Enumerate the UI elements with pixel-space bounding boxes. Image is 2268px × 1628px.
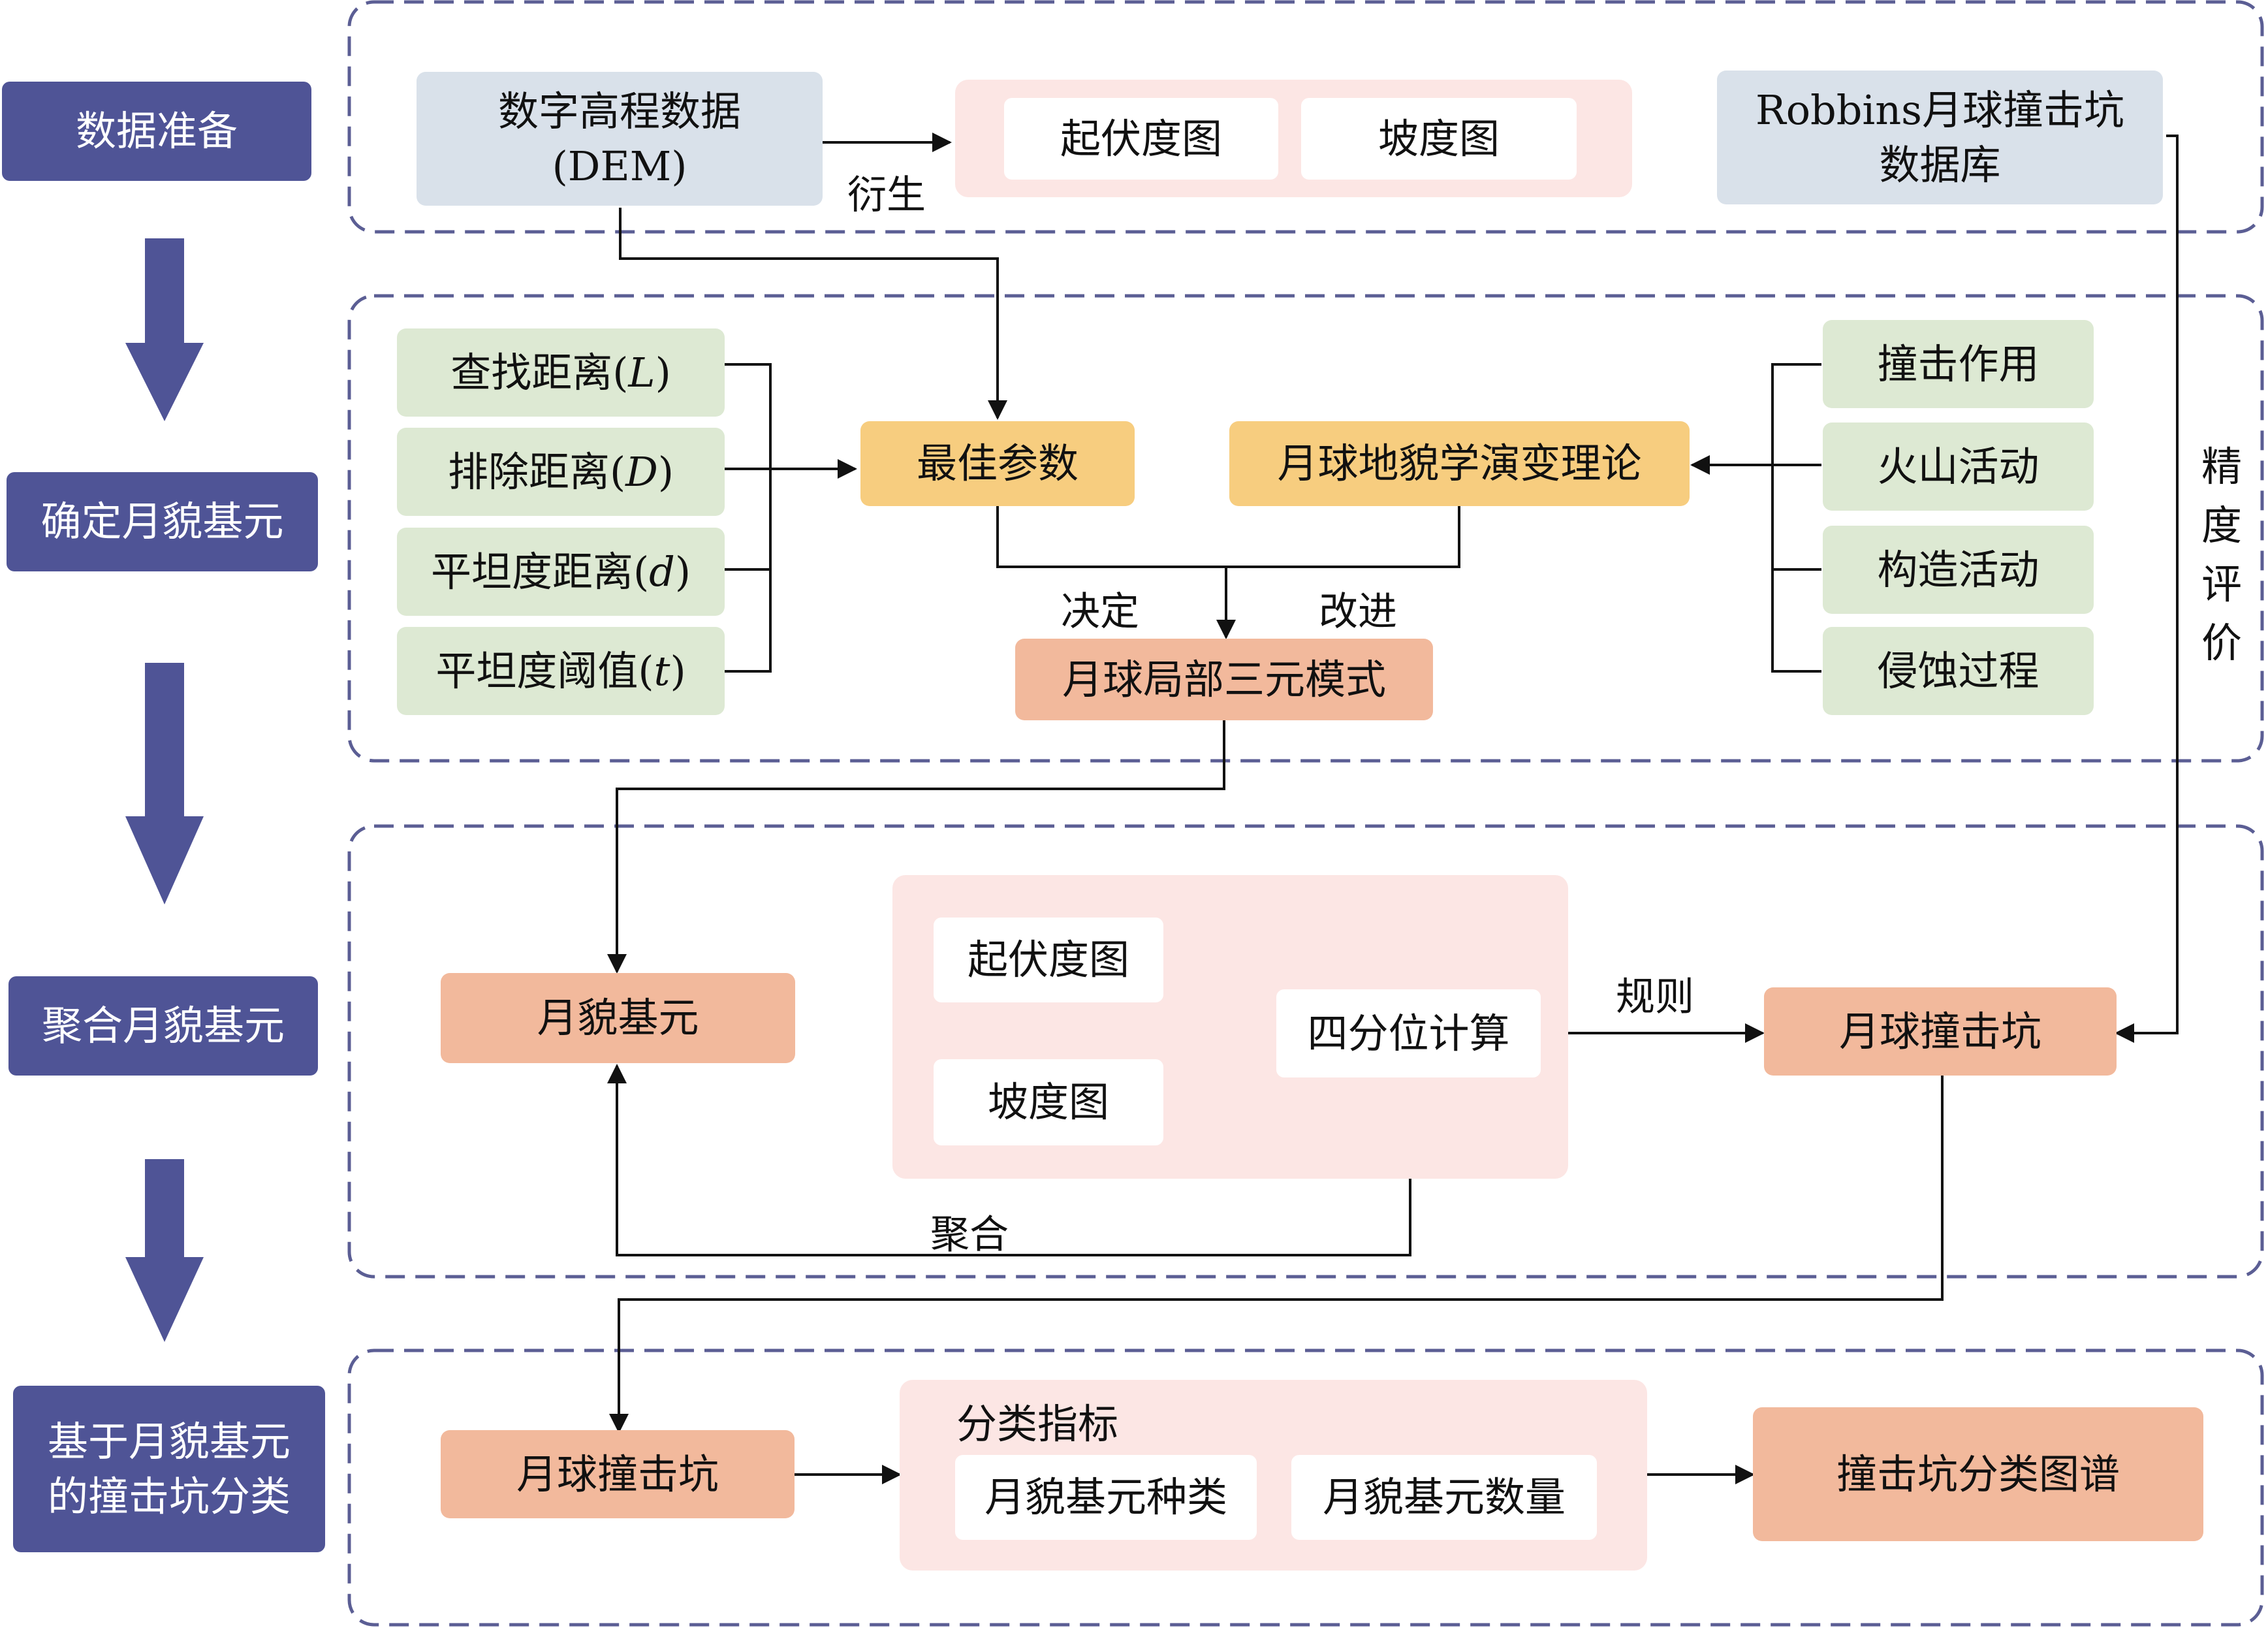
improve-label: 改进: [1319, 589, 1397, 635]
stage-label-classify: 基于月貌基元 的撞击坑分类: [13, 1386, 325, 1552]
stage-arrow-1: [125, 238, 204, 421]
process-volcanic: 火山活动: [1823, 423, 2094, 511]
accuracy-eval-label: 精 度 评 价: [2201, 443, 2242, 667]
dem-box: 数字高程数据 (DEM): [417, 72, 823, 206]
stage-label-determine-units: 确定月貌基元: [7, 472, 318, 571]
process-erosion: 侵蚀过程: [1823, 627, 2094, 715]
unit-types-box: 月貌基元种类: [955, 1455, 1257, 1540]
landform-unit-box: 月貌基元: [441, 973, 795, 1063]
dem-title: 数字高程数据: [497, 87, 741, 135]
arrow-dem-params: [619, 208, 1007, 420]
param-bracket: [725, 363, 772, 673]
best-params-box: 最佳参数: [860, 421, 1135, 506]
stage-label-classify-line2: 的撞击坑分类: [47, 1472, 291, 1520]
decide-label: 决定: [1061, 589, 1139, 635]
process-bracket: [1771, 363, 1821, 673]
stage-label-classify-line1: 基于月貌基元: [47, 1417, 291, 1465]
stage-label-data-prep: 数据准备: [2, 82, 311, 181]
stage-arrow-3: [125, 1159, 204, 1342]
process-impact: 撞击作用: [1823, 320, 2094, 408]
quartile-box: 四分位计算: [1276, 989, 1541, 1077]
param-exclude-distance: 排除距离(D): [397, 428, 725, 516]
param-search-distance: 查找距离(L): [397, 328, 725, 417]
aggregate-label: 聚合: [930, 1212, 1009, 1258]
arrow-ternary-unit: [607, 718, 1225, 974]
section-border-data: [347, 0, 2264, 234]
classification-atlas-box: 撞击坑分类图谱: [1753, 1407, 2203, 1541]
relief-map-box-2: 起伏度图: [934, 918, 1163, 1002]
stage-label-aggregate-units: 聚合月貌基元: [8, 976, 318, 1076]
stage-arrows: [125, 238, 204, 1342]
arrow-crater-crater: [609, 1074, 1944, 1433]
stage-arrow-2: [125, 663, 204, 904]
process-tectonic: 构造活动: [1823, 526, 2094, 614]
relief-map-box: 起伏度图: [1004, 98, 1278, 180]
param-flatness-threshold: 平坦度阈值(t): [397, 627, 725, 715]
section-border-aggregate: [347, 824, 2264, 1279]
arrow-robbins-crater: [2115, 135, 2179, 1043]
robbins-subtitle: 数据库: [1879, 140, 2001, 189]
param-flatness-distance: 平坦度距离(d): [397, 528, 725, 616]
derive-label: 衍生: [847, 172, 926, 218]
theory-box: 月球地貌学演变理论: [1229, 421, 1690, 506]
robbins-database-box: Robbins月球撞击坑 数据库: [1717, 71, 2163, 204]
rule-label: 规则: [1616, 974, 1694, 1020]
lunar-crater-box-2: 月球撞击坑: [441, 1430, 795, 1518]
slope-map-box: 坡度图: [1301, 98, 1577, 180]
robbins-title: Robbins月球撞击坑: [1756, 86, 2124, 134]
section-border-units: [347, 294, 2264, 763]
dem-abbrev: (DEM): [552, 142, 687, 190]
indicators-title: 分类指标: [956, 1400, 1119, 1448]
slope-map-box-2: 坡度图: [934, 1059, 1163, 1145]
ternary-pattern-box: 月球局部三元模式: [1015, 639, 1433, 720]
section-border-classify: [347, 1349, 2264, 1627]
lunar-crater-box: 月球撞击坑: [1764, 987, 2117, 1076]
unit-count-box: 月貌基元数量: [1291, 1455, 1597, 1540]
